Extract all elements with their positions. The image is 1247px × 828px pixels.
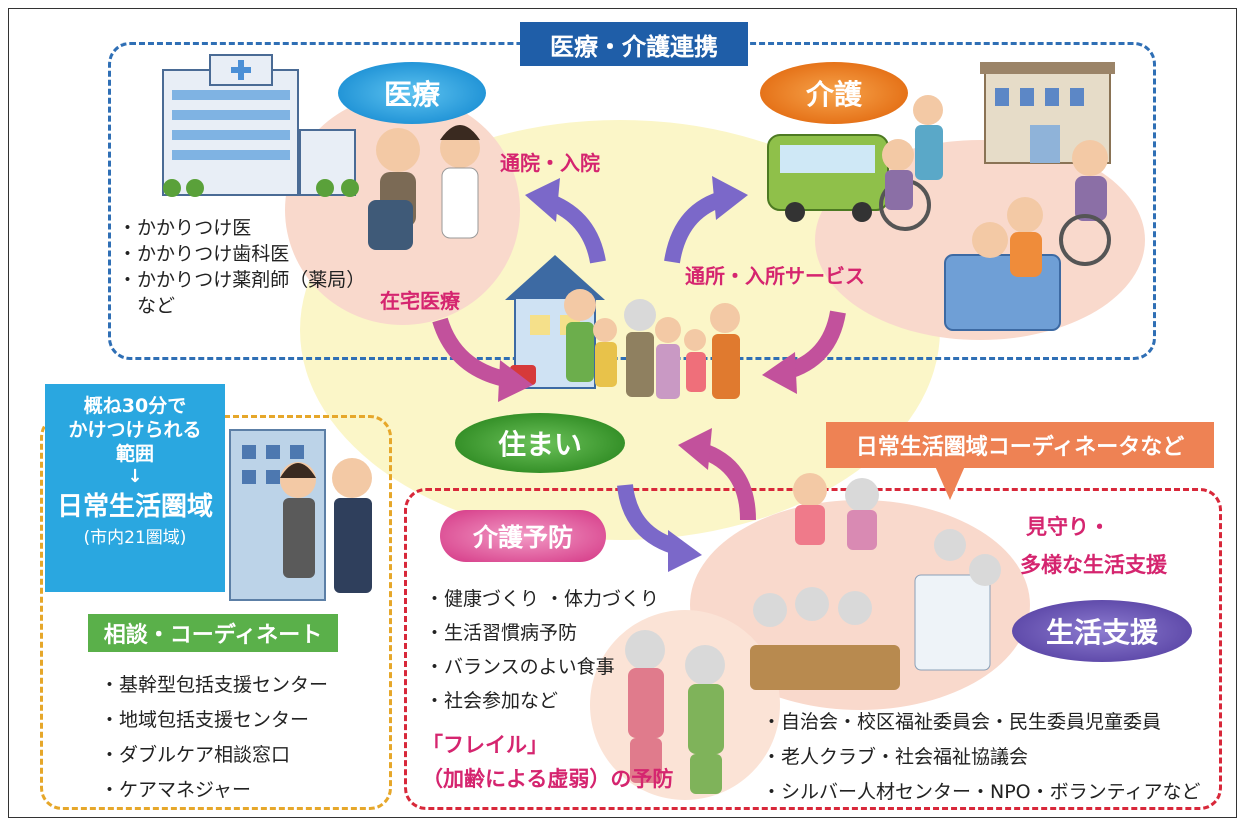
visit-label: 通院・入院 bbox=[500, 151, 600, 175]
list-item: ・バランスのよい食事 bbox=[425, 656, 615, 678]
list-item: ・かかりつけ薬剤師（薬局） bbox=[118, 269, 366, 291]
page-title: 医療・介護連携 bbox=[520, 22, 748, 66]
medical-label: 医療 bbox=[338, 62, 486, 124]
diagram-frame bbox=[8, 8, 1237, 818]
medical-list: ・かかりつけ医 ・かかりつけ歯科医 ・かかりつけ薬剤師（薬局） など bbox=[118, 215, 365, 319]
list-item: ・基幹型包括支援センター bbox=[100, 674, 329, 696]
list-item: ・老人クラブ・社会福祉協議会 bbox=[762, 746, 1029, 768]
support-list: ・自治会・校区福祉委員会・民生委員児童委員 ・老人クラブ・社会福祉協議会 ・シル… bbox=[762, 705, 1201, 810]
doctor-patient-icon bbox=[368, 125, 480, 250]
list-item: ・社会参加など bbox=[425, 690, 559, 712]
arrow-home-to-prevention-icon bbox=[617, 483, 702, 572]
day-service-label: 通所・入所サービス bbox=[685, 264, 865, 288]
area-line5: (市内21圏域) bbox=[83, 528, 187, 548]
area-line4: 日常生活圏域 bbox=[56, 492, 213, 522]
coordinator-pointer-icon bbox=[935, 466, 965, 500]
list-item: ・生活習慣病予防 bbox=[425, 622, 578, 644]
prevention-label: 介護予防 bbox=[440, 510, 606, 562]
list-item: ・健康づくり ・体力づくり bbox=[425, 588, 660, 610]
list-item: ・かかりつけ医 bbox=[118, 217, 252, 239]
living-area-box: 概ね30分で かけつけられる 範囲 ↓ 日常生活圏域 (市内21圏域) bbox=[45, 384, 225, 592]
home-label: 住まい bbox=[455, 413, 625, 473]
list-item: ・自治会・校区福祉委員会・民生委員児童委員 bbox=[762, 711, 1162, 733]
list-item: ・シルバー人材センター・NPO・ボランティアなど bbox=[762, 781, 1201, 803]
arrow-day-service-icon bbox=[664, 176, 748, 264]
care-label: 介護 bbox=[760, 62, 908, 124]
watch-line1: 見守り・ bbox=[1026, 515, 1110, 539]
bed-care-icon bbox=[944, 140, 1111, 331]
house-family-icon bbox=[505, 255, 740, 399]
list-item: など bbox=[118, 295, 176, 317]
care-bus-icon bbox=[767, 95, 943, 231]
arrow-care-to-home-icon bbox=[762, 310, 846, 394]
area-arrow: ↓ bbox=[127, 466, 143, 487]
list-item: ・ダブルケア相談窓口 bbox=[100, 744, 291, 766]
area-line1: 概ね30分で bbox=[83, 395, 187, 417]
office-staff-icon bbox=[229, 429, 372, 601]
frailty-line1: 「フレイル」 bbox=[422, 733, 548, 757]
arrow-visit-icon bbox=[525, 178, 606, 264]
coordinator-label: 日常生活圏域コーディネータなど bbox=[826, 422, 1214, 468]
consult-label: 相談・コーディネート bbox=[88, 614, 338, 652]
prevention-blob bbox=[590, 610, 780, 800]
list-item: ・かかりつけ歯科医 bbox=[118, 243, 290, 265]
support-label: 生活支援 bbox=[1012, 600, 1192, 662]
list-item: ・ケアマネジャー bbox=[100, 779, 252, 801]
community-group-icon bbox=[750, 473, 1001, 690]
hospital-icon bbox=[162, 54, 359, 197]
frailty-line2: （加齢による虚弱）の予防 bbox=[422, 767, 674, 791]
arrow-home-care-icon bbox=[432, 317, 533, 402]
consult-list: ・基幹型包括支援センター ・地域包括支援センター ・ダブルケア相談窓口 ・ケアマ… bbox=[100, 668, 328, 808]
area-line2: かけつけられる bbox=[68, 419, 202, 441]
arrow-support-to-home-icon bbox=[678, 428, 756, 521]
area-line3: 範囲 bbox=[115, 443, 154, 465]
home-care-label: 在宅医療 bbox=[380, 289, 460, 313]
exercise-seniors-icon bbox=[625, 630, 725, 794]
list-item: ・地域包括支援センター bbox=[100, 709, 310, 731]
prevention-list: ・健康づくり ・体力づくり ・生活習慣病予防 ・バランスのよい食事 ・社会参加な… bbox=[425, 582, 659, 718]
watch-line2: 多様な生活支援 bbox=[1020, 553, 1167, 577]
